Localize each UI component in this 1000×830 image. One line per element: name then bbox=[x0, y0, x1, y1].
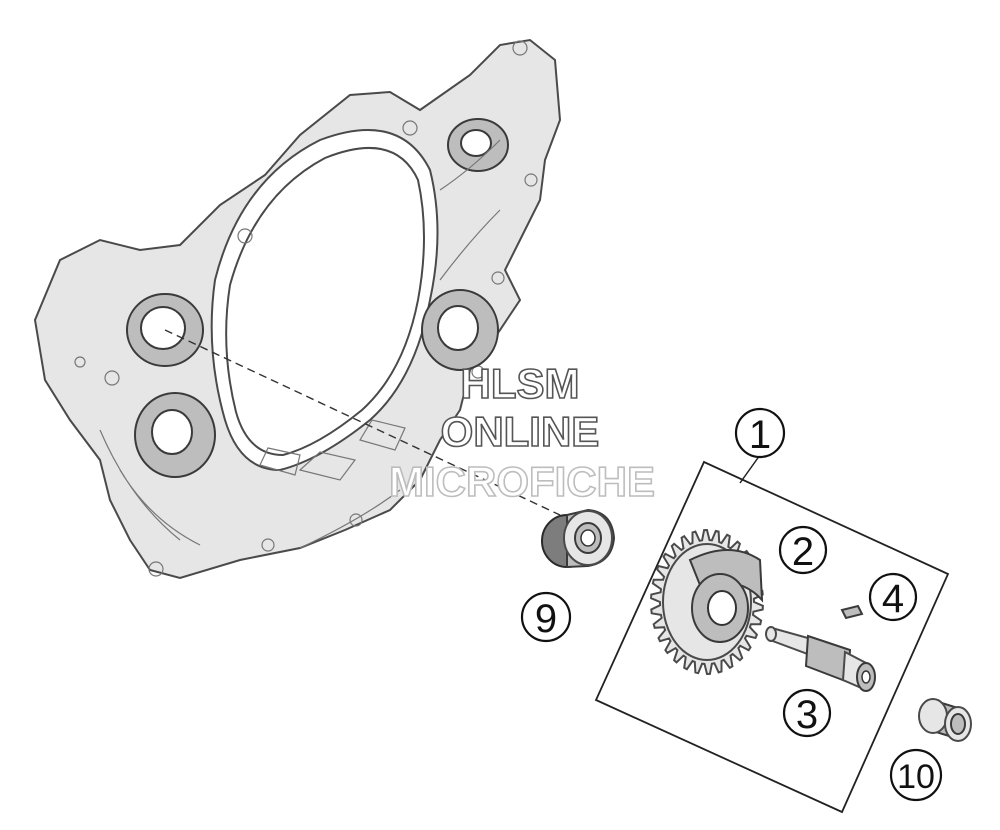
needle-bearing-part-10 bbox=[918, 698, 972, 742]
assembly-axis-line bbox=[164, 329, 561, 516]
callout-2-label: 2 bbox=[792, 530, 814, 574]
callout-4-label: 4 bbox=[882, 577, 904, 621]
callout-10: 10 bbox=[889, 748, 943, 802]
leader-line-1 bbox=[739, 454, 761, 484]
bearing-part-9 bbox=[541, 508, 616, 569]
callout-1: 1 bbox=[734, 407, 786, 459]
callout-1-label: 1 bbox=[749, 413, 771, 457]
watermark-line-2: ONLINE bbox=[441, 408, 600, 455]
woodruff-key-part-4 bbox=[840, 604, 864, 620]
callout-4: 4 bbox=[868, 572, 918, 622]
watermark-line-1: HLSM bbox=[461, 360, 580, 407]
kit-outline-part-1 bbox=[594, 460, 950, 814]
callout-3: 3 bbox=[782, 688, 832, 738]
callout-3-label: 3 bbox=[796, 693, 818, 737]
callout-2: 2 bbox=[778, 525, 828, 575]
callout-9: 9 bbox=[520, 591, 572, 643]
shaft-part-3 bbox=[765, 626, 876, 692]
engine-case-cover bbox=[33, 38, 562, 580]
callout-10-label: 10 bbox=[897, 758, 935, 796]
watermark-line-3: MICROFICHE bbox=[389, 458, 655, 505]
callout-9-label: 9 bbox=[535, 597, 557, 641]
gear-part-2 bbox=[650, 528, 764, 676]
watermark: HLSM ONLINE MICROFICHE bbox=[388, 359, 656, 506]
